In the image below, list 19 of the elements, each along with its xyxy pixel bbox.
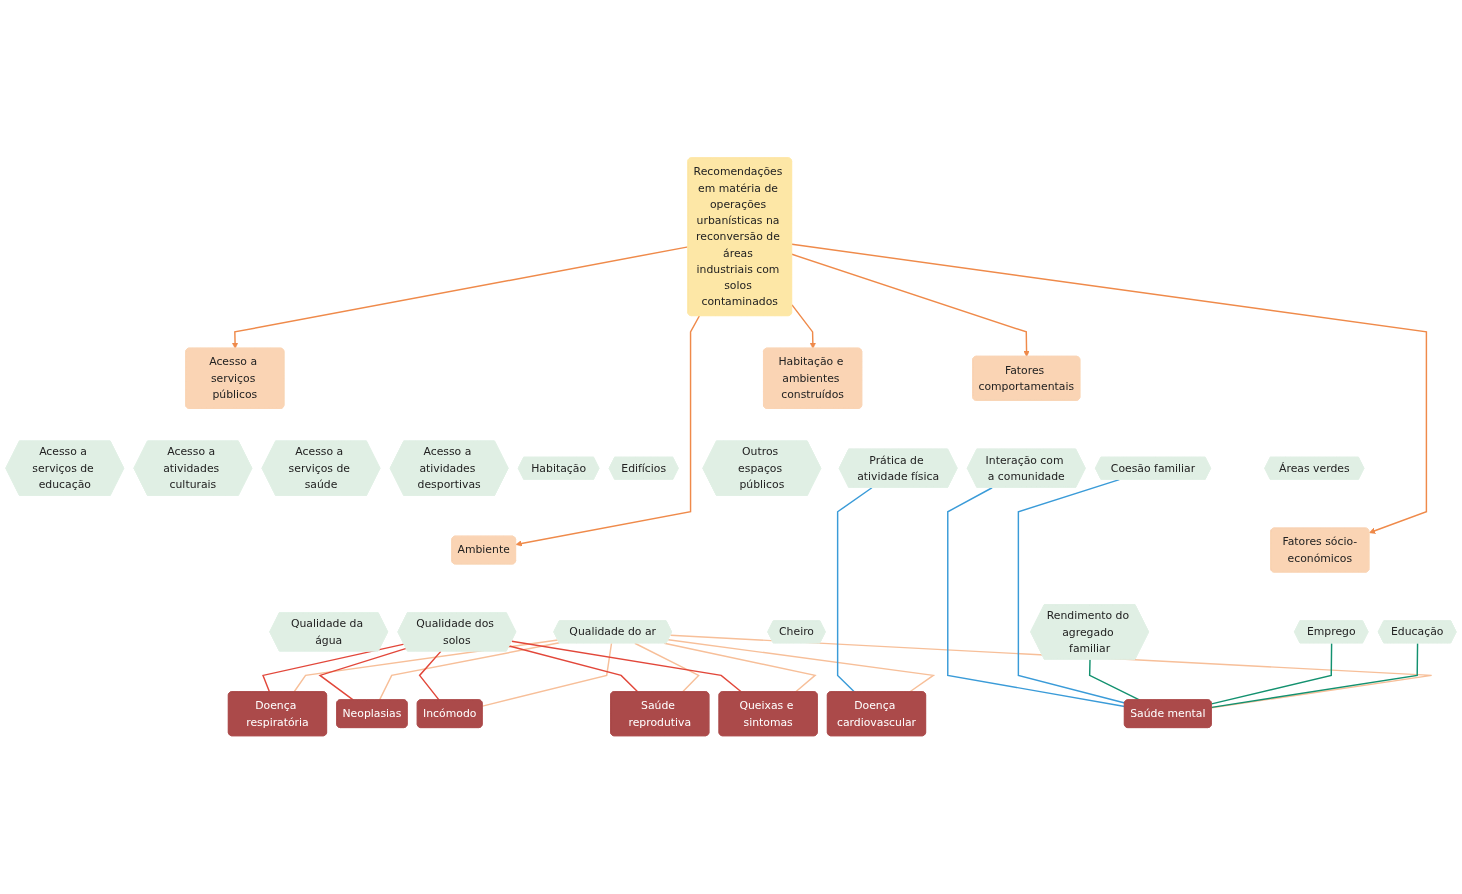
connector [511,640,743,693]
connector [262,643,405,693]
connector [508,645,639,693]
arrow [231,246,689,350]
connector [1088,659,1141,702]
arrow [791,304,816,350]
connector [481,642,613,708]
connector [667,639,936,693]
connector [318,647,408,702]
connector [1210,642,1419,709]
arrow [791,243,1428,535]
connector [1210,642,1333,705]
connector [378,642,561,702]
connector [947,487,1126,708]
connector [1017,479,1126,704]
connector [836,487,873,693]
arrow [515,315,701,547]
arrow [791,253,1030,358]
connector [634,642,700,693]
